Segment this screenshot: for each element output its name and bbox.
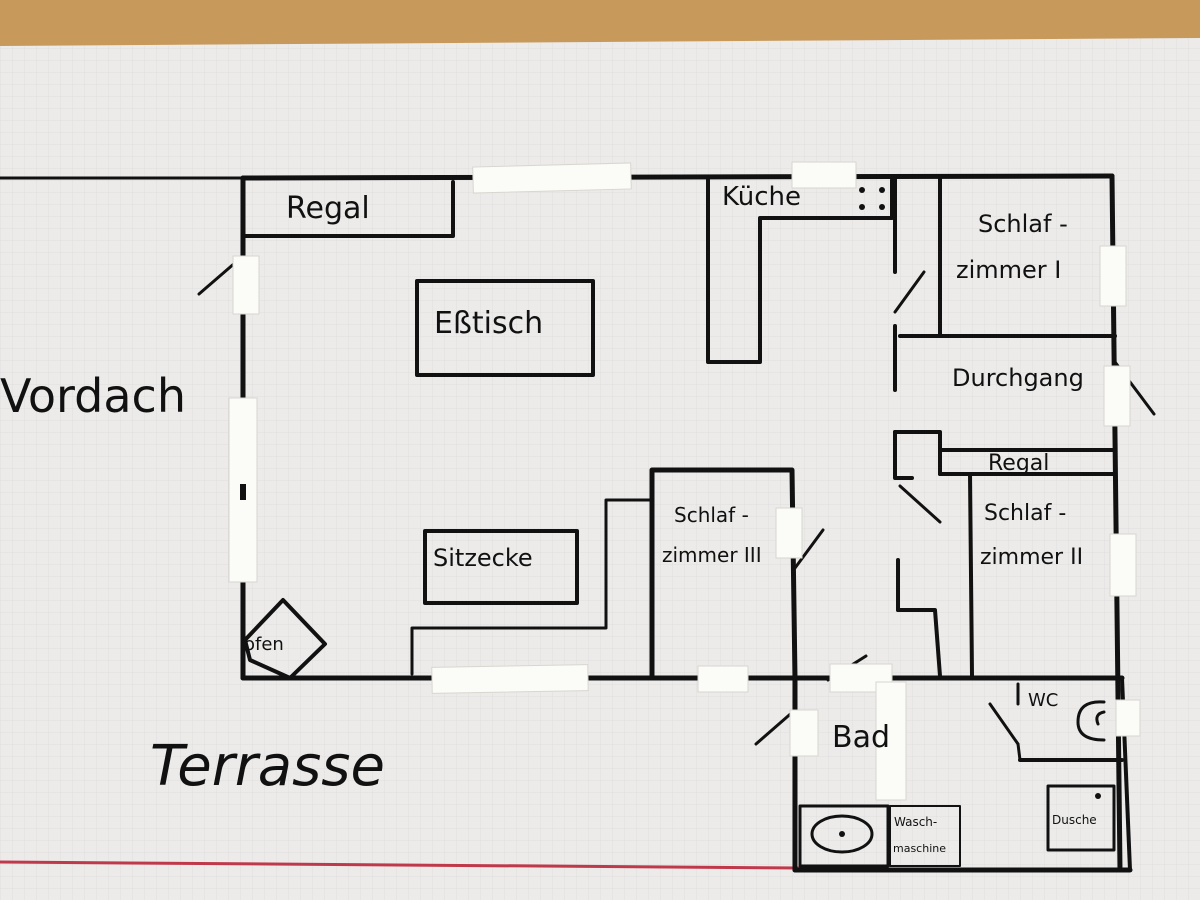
- red-margin-line: [0, 860, 801, 870]
- label-waschmaschine-line2: maschine: [893, 842, 946, 855]
- tape-strips: [228, 161, 1141, 801]
- label-regal-mid: Regal: [988, 451, 1049, 476]
- label-wc: WC: [1028, 690, 1058, 711]
- label-vordach: Vordach: [0, 369, 186, 423]
- label-schlafzimmer-2-line2: zimmer II: [980, 545, 1083, 570]
- label-dusche: Dusche: [1052, 813, 1097, 827]
- label-schlafzimmer-2-line1: Schlaf -: [984, 501, 1066, 526]
- room-labels: Regal Küche Schlaf - zimmer I Eßtisch Vo…: [0, 182, 1097, 855]
- label-schlafzimmer-3-line1: Schlaf -: [674, 503, 749, 527]
- label-schlafzimmer-1-line1: Schlaf -: [978, 210, 1068, 238]
- door-latch-mark: [240, 484, 246, 500]
- label-regal-top: Regal: [286, 191, 370, 226]
- label-ofen: ofen: [244, 634, 284, 655]
- label-esstisch: Eßtisch: [434, 306, 543, 341]
- label-schlafzimmer-1-line2: zimmer I: [956, 256, 1061, 284]
- label-bad: Bad: [832, 720, 890, 755]
- label-schlafzimmer-3-line2: zimmer III: [662, 543, 762, 567]
- label-kueche: Küche: [722, 182, 801, 212]
- label-terrasse: Terrasse: [150, 734, 385, 799]
- label-waschmaschine-line1: Wasch-: [894, 815, 937, 829]
- label-durchgang: Durchgang: [952, 364, 1084, 392]
- label-sitzecke: Sitzecke: [433, 544, 533, 572]
